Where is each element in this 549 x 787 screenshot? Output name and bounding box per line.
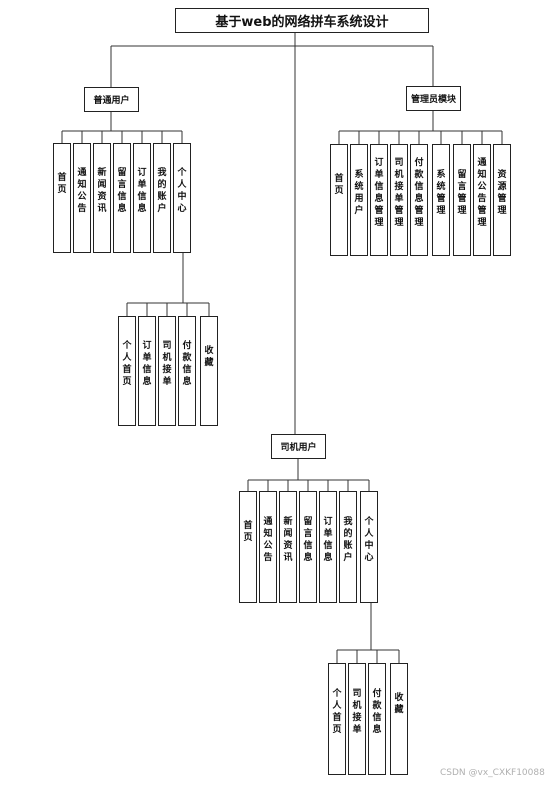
user-center-module-box: 个人首页 — [118, 316, 136, 426]
user-module-label: 个人中心 — [177, 168, 187, 214]
admin-module-label: 资源管理 — [497, 170, 507, 216]
user-center-module-box: 订单信息 — [138, 316, 156, 426]
admin-module-label: 系统管理 — [436, 170, 446, 216]
user-center-module-label: 收藏 — [204, 346, 214, 368]
driver-center-module-label: 司机接单 — [352, 689, 362, 735]
driver-module-label: 个人中心 — [364, 517, 374, 563]
user-module-box: 留言信息 — [113, 143, 131, 253]
admin-module-box: 留言管理 — [453, 144, 471, 256]
driver-center-module-box: 司机接单 — [348, 663, 366, 775]
user-module-box: 新闻资讯 — [93, 143, 111, 253]
admin-module-label: 留言管理 — [457, 170, 467, 216]
driver-module-box: 个人中心 — [360, 491, 378, 603]
role-user: 普通用户 — [84, 87, 139, 112]
driver-module-label: 通知公告 — [263, 517, 273, 563]
role-driver: 司机用户 — [271, 434, 326, 459]
user-module-label: 我的账户 — [157, 168, 167, 214]
driver-module-box: 通知公告 — [259, 491, 277, 603]
admin-module-label: 订单信息管理 — [374, 158, 384, 228]
admin-module-box: 系统用户 — [350, 144, 368, 256]
admin-module-label: 系统用户 — [354, 170, 364, 216]
admin-module-box: 通知公告管理 — [473, 144, 491, 256]
user-module-label: 订单信息 — [137, 168, 147, 214]
driver-module-label: 我的账户 — [343, 517, 353, 563]
user-module-box: 个人中心 — [173, 143, 191, 253]
watermark: CSDN @vx_CXKF10088 — [440, 768, 545, 778]
admin-module-label: 首页 — [334, 174, 344, 196]
user-center-module-label: 付款信息 — [182, 341, 192, 387]
driver-center-module-label: 个人首页 — [332, 689, 342, 735]
admin-module-box: 资源管理 — [493, 144, 511, 256]
user-center-module-box: 收藏 — [200, 316, 218, 426]
driver-module-box: 首页 — [239, 491, 257, 603]
admin-module-label: 通知公告管理 — [477, 158, 487, 228]
user-module-label: 通知公告 — [77, 168, 87, 214]
admin-module-label: 付款信息管理 — [414, 158, 424, 228]
driver-module-box: 留言信息 — [299, 491, 317, 603]
role-admin: 管理员模块 — [406, 86, 461, 111]
user-center-module-box: 司机接单 — [158, 316, 176, 426]
driver-module-label: 留言信息 — [303, 517, 313, 563]
user-module-box: 通知公告 — [73, 143, 91, 253]
admin-module-label: 司机接单管理 — [394, 158, 404, 228]
admin-module-box: 订单信息管理 — [370, 144, 388, 256]
driver-module-box: 订单信息 — [319, 491, 337, 603]
user-center-module-label: 个人首页 — [122, 341, 132, 387]
user-module-label: 留言信息 — [117, 168, 127, 214]
user-center-module-label: 订单信息 — [142, 341, 152, 387]
driver-center-module-label: 付款信息 — [372, 689, 382, 735]
admin-module-box: 司机接单管理 — [390, 144, 408, 256]
driver-center-module-box: 个人首页 — [328, 663, 346, 775]
admin-module-box: 系统管理 — [432, 144, 450, 256]
user-module-label: 新闻资讯 — [97, 168, 107, 214]
driver-module-label: 首页 — [243, 521, 253, 543]
user-module-box: 我的账户 — [153, 143, 171, 253]
user-module-box: 订单信息 — [133, 143, 151, 253]
driver-module-box: 我的账户 — [339, 491, 357, 603]
driver-module-box: 新闻资讯 — [279, 491, 297, 603]
driver-center-module-box: 付款信息 — [368, 663, 386, 775]
user-center-module-box: 付款信息 — [178, 316, 196, 426]
system-title: 基于web的网络拼车系统设计 — [175, 8, 429, 33]
driver-module-label: 新闻资讯 — [283, 517, 293, 563]
driver-center-module-box: 收藏 — [390, 663, 408, 775]
user-center-module-label: 司机接单 — [162, 341, 172, 387]
driver-center-module-label: 收藏 — [394, 693, 404, 715]
user-module-label: 首页 — [57, 173, 67, 195]
user-module-box: 首页 — [53, 143, 71, 253]
driver-module-label: 订单信息 — [323, 517, 333, 563]
admin-module-box: 首页 — [330, 144, 348, 256]
admin-module-box: 付款信息管理 — [410, 144, 428, 256]
